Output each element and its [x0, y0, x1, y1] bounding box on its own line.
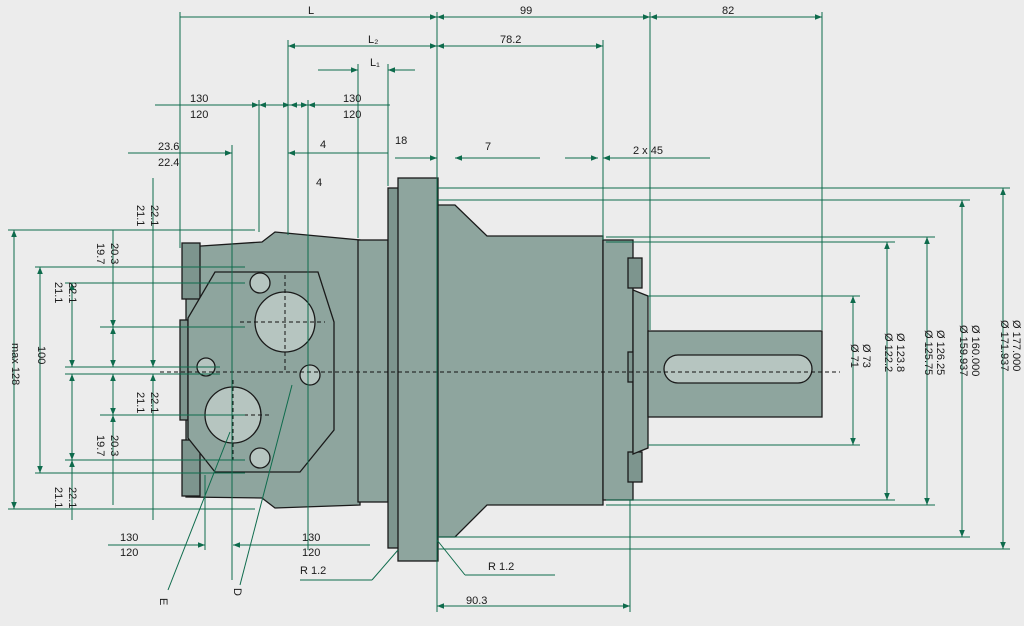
dim-dia-126-25: Ø 126.25: [934, 330, 946, 375]
bolt-hole-2: [249, 447, 271, 469]
dim-21-1-c: 21.1: [134, 392, 146, 413]
dim-dia-159-937: Ø 159.937: [957, 325, 969, 376]
dim-22-1-a: 22.1: [148, 205, 160, 226]
right-dimension-labels: Ø 71 Ø 73 Ø 122.2 Ø 123.8 Ø 125.75 Ø 126…: [848, 320, 1022, 376]
dim-130-bottom-right: 130: [302, 532, 320, 544]
dim-21-1-a: 21.1: [134, 205, 146, 226]
port-side-plate: [179, 319, 189, 421]
dim-chamfer: 2 x 45: [633, 145, 663, 157]
dim-120-top-left: 120: [190, 109, 208, 121]
dim-dia-123-8: Ø 123.8: [894, 333, 906, 372]
left-dimension-labels: 22.1 21.1 20.3 19.7 22.1 21.1 100 max 12…: [9, 205, 160, 508]
dim-dia-122-2: Ø 122.2: [882, 333, 894, 372]
dim-L1: L₁: [370, 57, 380, 69]
dim-23-6: 23.6: [158, 141, 179, 153]
dim-19-7-a: 19.7: [94, 243, 106, 264]
dim-L: L: [308, 5, 314, 17]
dim-dia-177-000: Ø 177.000: [1010, 320, 1022, 371]
dim-20-3-b: 20.3: [108, 435, 120, 456]
dim-7: 7: [485, 141, 491, 153]
dimension-lines: [8, 12, 1010, 612]
spacer-block: [357, 239, 389, 503]
dim-max-128: max 128: [9, 343, 21, 385]
mounting-flange: [397, 177, 439, 562]
dim-130-top-left: 130: [190, 93, 208, 105]
motor-body: [160, 177, 840, 562]
dim-21-1-b: 21.1: [52, 282, 64, 303]
port-lug-top: [181, 242, 201, 300]
port-label-e: E: [157, 598, 169, 605]
dim-dia-125-75: Ø 125.75: [922, 330, 934, 375]
shaft-keyway: [663, 354, 813, 384]
dim-100: 100: [35, 346, 47, 364]
dim-4-b: 4: [316, 177, 322, 189]
bolt-hole-4: [299, 364, 321, 386]
dim-120-bottom-left: 120: [120, 547, 138, 559]
dim-18: 18: [395, 135, 407, 147]
top-dimension-labels: L 99 82 L₂ 78.2 L₁ 130 120 130 120 23.6 …: [158, 5, 734, 189]
bottom-dimension-labels: 130 120 130 120 R 1.2 R 1.2 90.3 E D: [120, 532, 514, 607]
dim-4-a: 4: [320, 139, 326, 151]
shaft-neck: [632, 289, 649, 455]
dim-90-3: 90.3: [466, 595, 487, 607]
dim-130-bottom-left: 130: [120, 532, 138, 544]
bolt-hole-1: [249, 272, 271, 294]
dim-22-1-d: 22.1: [66, 487, 78, 508]
dim-L2: L₂: [368, 34, 378, 46]
dim-20-3-a: 20.3: [108, 243, 120, 264]
dim-22-1-b: 22.1: [66, 282, 78, 303]
dim-78-2: 78.2: [500, 34, 521, 46]
dim-120-top-right: 120: [343, 109, 361, 121]
dim-dia-160-000: Ø 160.000: [969, 325, 981, 376]
dim-19-7-b: 19.7: [94, 435, 106, 456]
dim-99: 99: [520, 5, 532, 17]
dim-dia-73: Ø 73: [860, 344, 872, 368]
dim-dia-171-937: Ø 171.937: [998, 320, 1010, 371]
main-housing: [437, 204, 604, 538]
dim-r1-2-left: R 1.2: [300, 565, 326, 577]
dim-130-top-right: 130: [343, 93, 361, 105]
dim-r1-2-right: R 1.2: [488, 561, 514, 573]
dim-22-1-c: 22.1: [148, 392, 160, 413]
dim-21-1-d: 21.1: [52, 487, 64, 508]
dim-82: 82: [722, 5, 734, 17]
dim-dia-71: Ø 71: [848, 344, 860, 368]
cap-bolt-bottom: [627, 451, 643, 483]
dim-22-4: 22.4: [158, 157, 179, 169]
port-label-d: D: [231, 588, 243, 596]
cap-bolt-top: [627, 257, 643, 289]
dim-120-bottom-right: 120: [302, 547, 320, 559]
